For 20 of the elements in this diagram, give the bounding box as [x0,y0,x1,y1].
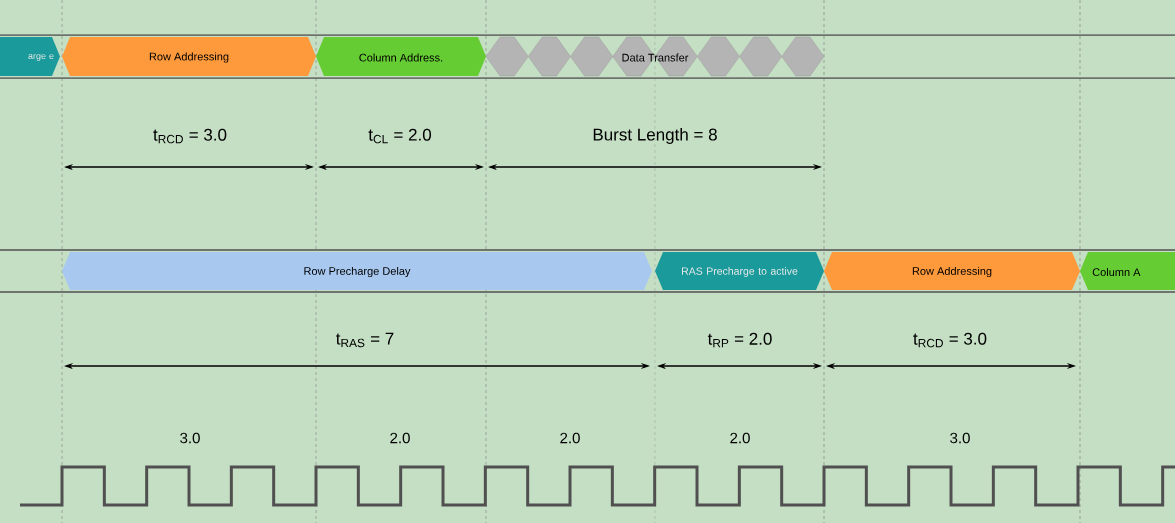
timing-segment: Row Precharge Delay [62,252,652,290]
timing-segment: Row Addressing [62,37,316,76]
duration-label: t$_{CL}$ = 2.0 [368,128,432,144]
cycle-count: 3.0 [180,432,200,444]
cycle-count: 2.0 [730,432,750,444]
node-label: Data Transfer [622,53,689,62]
duration-label: t$_{RP}$ = 2.0 [707,332,772,348]
timing-segment: Column Address. [316,37,486,76]
timing-segment: Row Addressing [824,252,1080,290]
timing-segment: Data Transfer [485,36,825,77]
cycle-count: 3.0 [950,432,970,444]
duration-label: t$_{RCD}$ = 3.0 [913,332,987,348]
cycle-count: 2.0 [560,432,580,444]
timing-segment: arge e [0,37,60,76]
timing-segment: RAS Precharge to active [655,252,824,290]
duration-label: Burst Length = 8 [593,128,717,144]
cycle-count: 2.0 [390,432,410,444]
duration-label: t$_{RCD}$ = 3.0 [153,128,227,144]
timing-segment: Column A [1080,252,1175,290]
duration-label: t$_{RAS}$ = 7 [336,332,394,348]
